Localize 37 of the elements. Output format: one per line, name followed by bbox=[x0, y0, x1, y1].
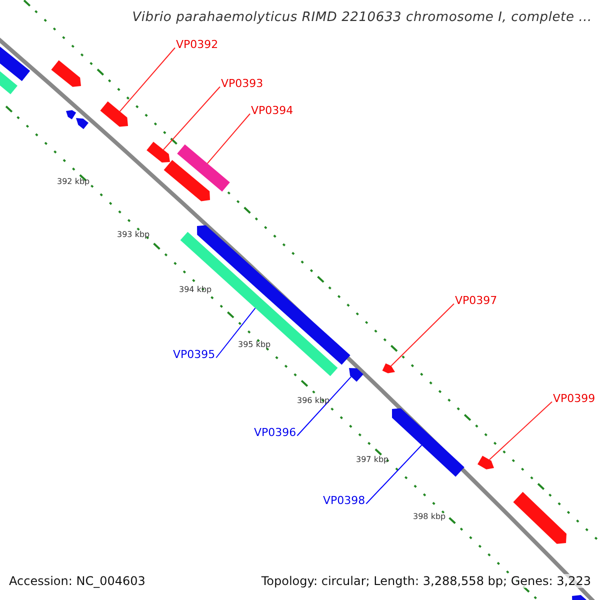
gene-feature bbox=[51, 60, 81, 87]
gene-feature bbox=[100, 101, 128, 127]
gene-feature bbox=[513, 492, 566, 544]
position-label: 394 kbp bbox=[179, 285, 212, 294]
gene-label: VP0393 bbox=[221, 77, 264, 90]
gene-feature bbox=[382, 363, 395, 374]
position-label: 395 kbp bbox=[238, 340, 271, 349]
gene-feature bbox=[66, 110, 76, 120]
gene-feature bbox=[177, 144, 230, 192]
leader-line bbox=[296, 376, 352, 436]
leader-line bbox=[162, 86, 220, 150]
gene-label: VP0392 bbox=[176, 38, 218, 51]
position-label: 392 kbp bbox=[57, 177, 90, 186]
position-label: 393 kbp bbox=[117, 230, 150, 239]
map-title: Vibrio parahaemolyticus RIMD 2210633 chromosome I, complete ... bbox=[132, 10, 592, 25]
leader-line bbox=[488, 401, 552, 460]
position-label: 398 kbp bbox=[413, 512, 446, 521]
leader-line bbox=[119, 47, 176, 112]
gene-feature bbox=[392, 408, 464, 477]
gene-feature bbox=[478, 456, 494, 470]
position-label: 396 kbp bbox=[297, 396, 330, 405]
gene-label: VP0394 bbox=[251, 104, 294, 117]
leader-line bbox=[216, 308, 256, 358]
gene-label: VP0398 bbox=[323, 494, 366, 507]
leader-line bbox=[366, 444, 422, 504]
gene-feature bbox=[76, 118, 88, 130]
gene-label: VP0397 bbox=[455, 294, 498, 307]
gene-feature bbox=[349, 368, 364, 382]
gene-feature bbox=[146, 142, 170, 162]
gene-label: VP0399 bbox=[553, 392, 596, 405]
summary-text: Topology: circular; Length: 3,288,558 bp; Genes: 3,223 bbox=[261, 574, 591, 588]
gene-label: VP0395 bbox=[173, 348, 216, 361]
gene-feature bbox=[164, 160, 210, 202]
leader-line bbox=[206, 113, 250, 164]
accession-text: Accession: NC_004603 bbox=[9, 574, 146, 588]
leader-line bbox=[390, 303, 454, 366]
gene-label: VP0396 bbox=[254, 426, 296, 439]
